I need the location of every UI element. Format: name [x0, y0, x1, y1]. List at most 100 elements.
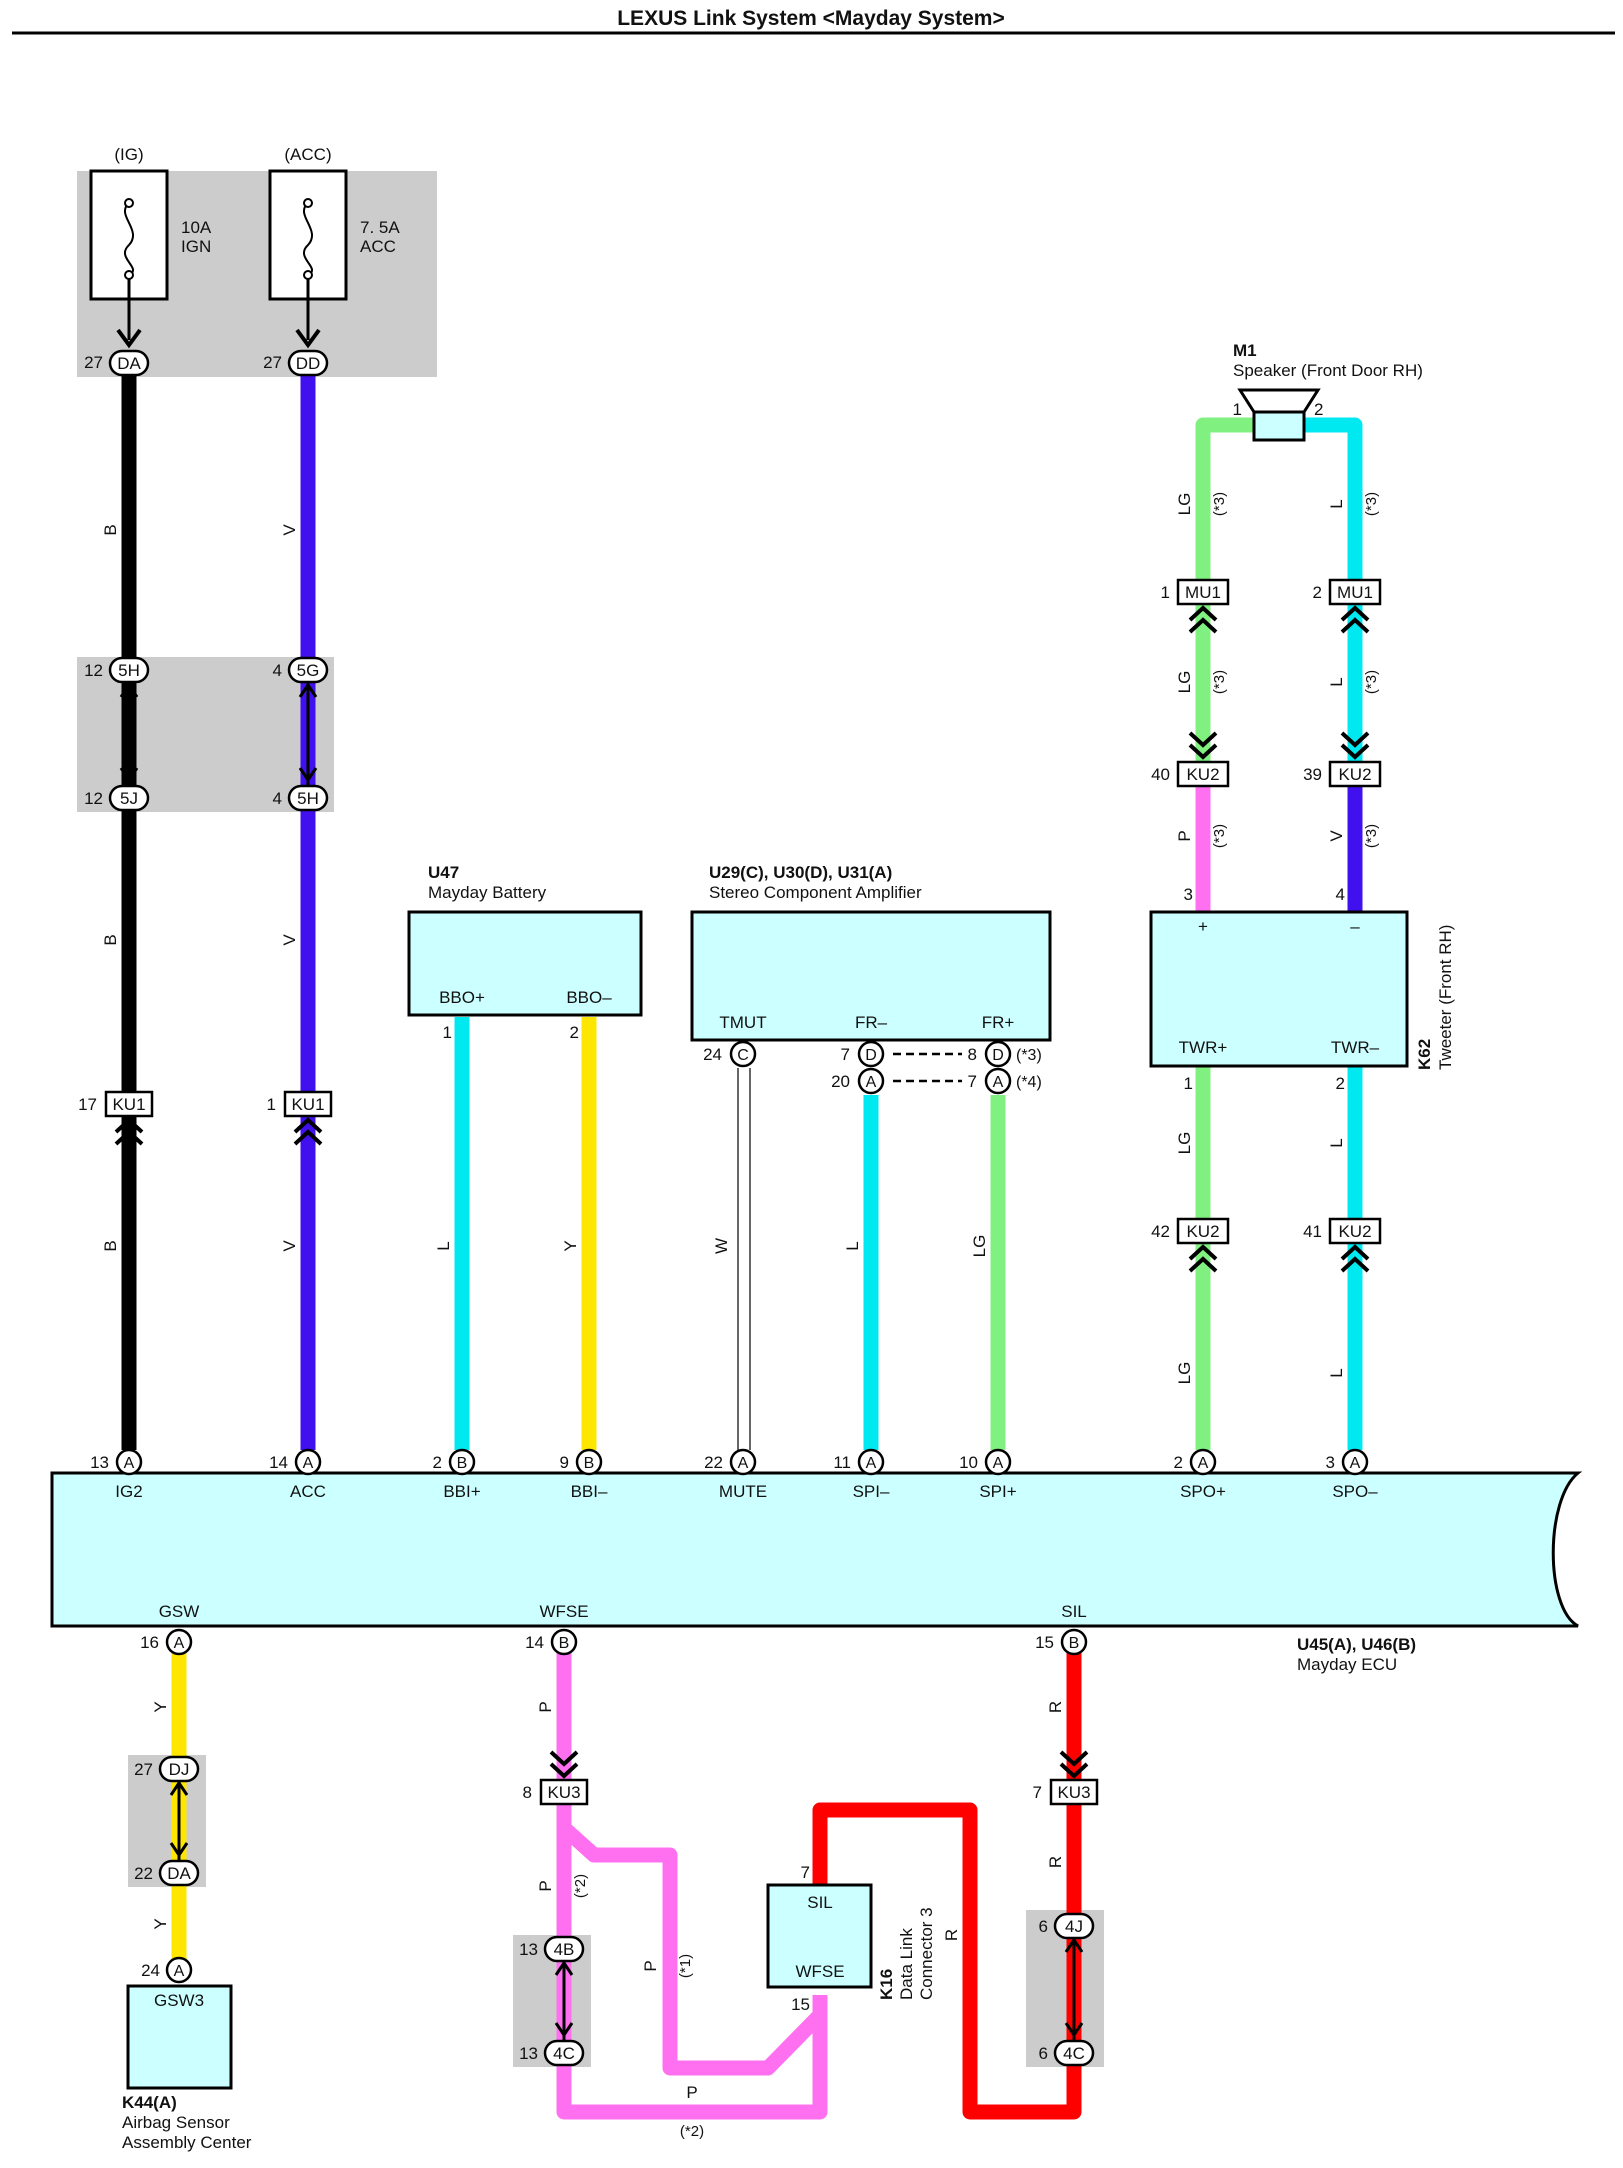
wire-labels: B B B V V V L Y W L LG LG (*3) L (*3) LG…: [101, 492, 1380, 2140]
fuse-acc-conn: DD: [296, 354, 321, 373]
fuse-acc-connector: 27 DD: [263, 328, 329, 377]
amp-frp-a-pin: 8: [968, 1045, 977, 1064]
wire-label-v-3: V: [280, 1240, 299, 1252]
ecu-pin-circle: [294, 1448, 322, 1476]
ecu-pin-number: 15: [1035, 1633, 1054, 1652]
connector-ku2-41: KU2 41: [1303, 1217, 1382, 1273]
ecu-pin-circle: [165, 1628, 193, 1656]
connector-ku2-41-chevron: [1340, 1244, 1370, 1273]
connector-mu1-1: MU1 1: [1161, 578, 1230, 634]
connector-ku2-42-chevron: [1188, 1244, 1218, 1273]
ecu-pin-conn: A: [124, 1455, 135, 1472]
amp-frp-a-note: (*3): [1016, 1047, 1042, 1064]
component-mayday-battery: U47 Mayday Battery BBO+ BBO– 1 2: [407, 863, 643, 1042]
junction-4c-2-bot-conn: 4C: [1063, 2044, 1085, 2063]
ecu-pin-circle: [575, 1448, 603, 1476]
fuse-ig: (IG) 10A IGN: [89, 145, 212, 340]
connector-ku3-7-pin: 7: [1033, 1783, 1042, 1802]
fuse-acc-name: ACC: [360, 237, 396, 256]
connector-ku2-42-label: KU2: [1186, 1222, 1219, 1241]
connector-ku2-39-pin: 39: [1303, 765, 1322, 784]
ecu-name: Mayday ECU: [1297, 1655, 1397, 1674]
note-2-wfse-bottom: (*2): [680, 2123, 704, 2140]
wires: [121, 375, 1363, 2120]
junction-dj-top-pin: 27: [134, 1760, 153, 1779]
fuse-acc-pin: 27: [263, 353, 282, 372]
connector-ku1-1-label: KU1: [291, 1095, 324, 1114]
junction-4c-bot-oval: [543, 2039, 585, 2067]
wire-label-l-tw-2: L: [1327, 1368, 1346, 1377]
component-airbag-sensor: 24 A GSW3 K44(A) Airbag Sensor Assembly …: [122, 1956, 252, 2152]
ecu-pin-number: 2: [1174, 1453, 1183, 1472]
junction-dj-da-arrow-down: [169, 1842, 189, 1858]
ecu-pin-name: BBI–: [571, 1482, 608, 1501]
connector-mu1-1-pin: 1: [1161, 583, 1170, 602]
tweeter-pin-num-4: 4: [1336, 885, 1345, 904]
junction-5h-bot-conn: 5H: [297, 789, 319, 808]
fuse-acc-terminal-top: [303, 198, 313, 208]
connector-ku3-7-label: KU3: [1057, 1783, 1090, 1802]
dlc-code: K16: [877, 1969, 896, 2000]
connector-ku3-8-chevron: [549, 1750, 579, 1779]
dlc-pin-num-7: 7: [801, 1863, 810, 1882]
connector-ku2-40-label: KU2: [1186, 765, 1219, 784]
fuse-acc-element: [302, 202, 314, 276]
component-tweeter-k62: 3 4 + – TWR+ TWR– 1 2 K62 Tweeter (Front…: [1149, 885, 1455, 1093]
wire-label-lg-spi: LG: [970, 1235, 989, 1258]
amp-pin-fr-plus: FR+: [982, 1013, 1015, 1032]
tweeter-name: Tweeter (Front RH): [1436, 925, 1455, 1070]
fuse-ig-conn-oval: [108, 349, 150, 377]
airbag-pin: 24: [141, 1961, 160, 1980]
connector-ku3-8-box: [539, 1778, 589, 1806]
ecu-pin-number: 14: [269, 1453, 288, 1472]
junction-5h-bot-oval: [287, 784, 329, 812]
dlc-pin-wfse: WFSE: [795, 1962, 844, 1981]
ecu-pin-name: SIL: [1061, 1602, 1087, 1621]
amp-tmut-conn-circle: [729, 1040, 757, 1068]
connector-ku2-39-label: KU2: [1338, 765, 1371, 784]
junction-4c-bot-pin: 13: [519, 2044, 538, 2063]
junction-4b-top-oval: [543, 1935, 585, 1963]
ecu-pin-number: 22: [704, 1453, 723, 1472]
connector-ku2-40-box: [1176, 760, 1230, 788]
fuse-ig-pin: 27: [84, 353, 103, 372]
amp-frp-b-circle: [984, 1067, 1012, 1095]
ecu-pin-number: 9: [560, 1453, 569, 1472]
wire-label-b-1: B: [101, 524, 120, 535]
junction-4b-4c: 13 4B 13 4C: [519, 1935, 585, 2067]
junction-dj-top-oval: [158, 1755, 200, 1783]
connector-mu1-2-label: MU1: [1337, 583, 1373, 602]
ecu-pin-number: 13: [90, 1453, 109, 1472]
junction-5g-5h: 4 5G 4 5H: [273, 656, 329, 812]
ecu-pin-conn: A: [866, 1455, 877, 1472]
junction-5j-bot-oval: [108, 784, 150, 812]
junction-5g-top-conn: 5G: [297, 661, 320, 680]
speaker-code: M1: [1233, 341, 1257, 360]
connector-ku2-41-label: KU2: [1338, 1222, 1371, 1241]
connector-ku3-7-chevron: [1059, 1750, 1089, 1779]
connector-ku1-17: KU1 17: [78, 1090, 154, 1146]
speaker-name: Speaker (Front Door RH): [1233, 361, 1423, 380]
connector-ku3-7: KU3 7: [1033, 1750, 1099, 1806]
ecu-pin-circle: [448, 1448, 476, 1476]
amp-name: Stereo Component Amplifier: [709, 883, 922, 902]
airbag-name-1: Airbag Sensor: [122, 2113, 230, 2132]
connector-ku2-41-pin: 41: [1303, 1222, 1322, 1241]
ecu-pin-name: SPO–: [1332, 1482, 1378, 1501]
tweeter-minus: –: [1350, 917, 1360, 936]
wire-label-p-wfse-2: P: [536, 1880, 555, 1891]
ecu-pin-circle: [1341, 1448, 1369, 1476]
fuse-ig-terminal-bot: [124, 270, 134, 280]
fuse-ig-element: [123, 202, 135, 276]
wire-label-r-sil-1: R: [1046, 1701, 1065, 1713]
tweeter-box: [1149, 910, 1409, 1068]
fuse-acc-amp: 7. 5A: [360, 218, 400, 237]
